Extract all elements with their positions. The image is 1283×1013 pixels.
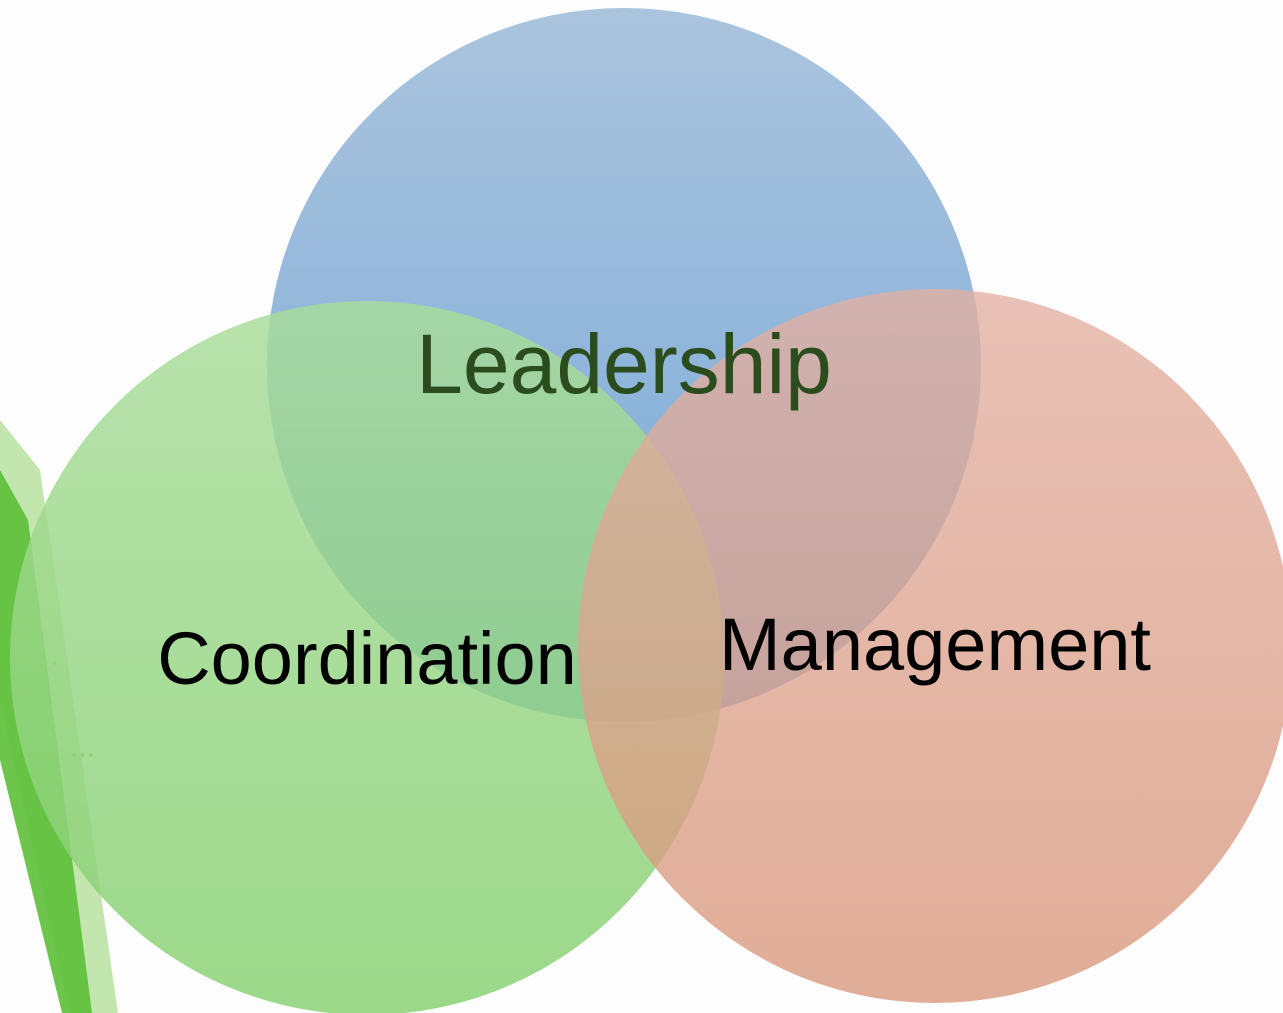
venn-label-management: Management: [719, 603, 1151, 686]
venn-circle-management: [578, 289, 1283, 1003]
venn-circle-coordination: [10, 301, 724, 1013]
venn-label-coordination: Coordination: [157, 617, 577, 700]
venn-label-leadership: Leadership: [416, 317, 832, 411]
